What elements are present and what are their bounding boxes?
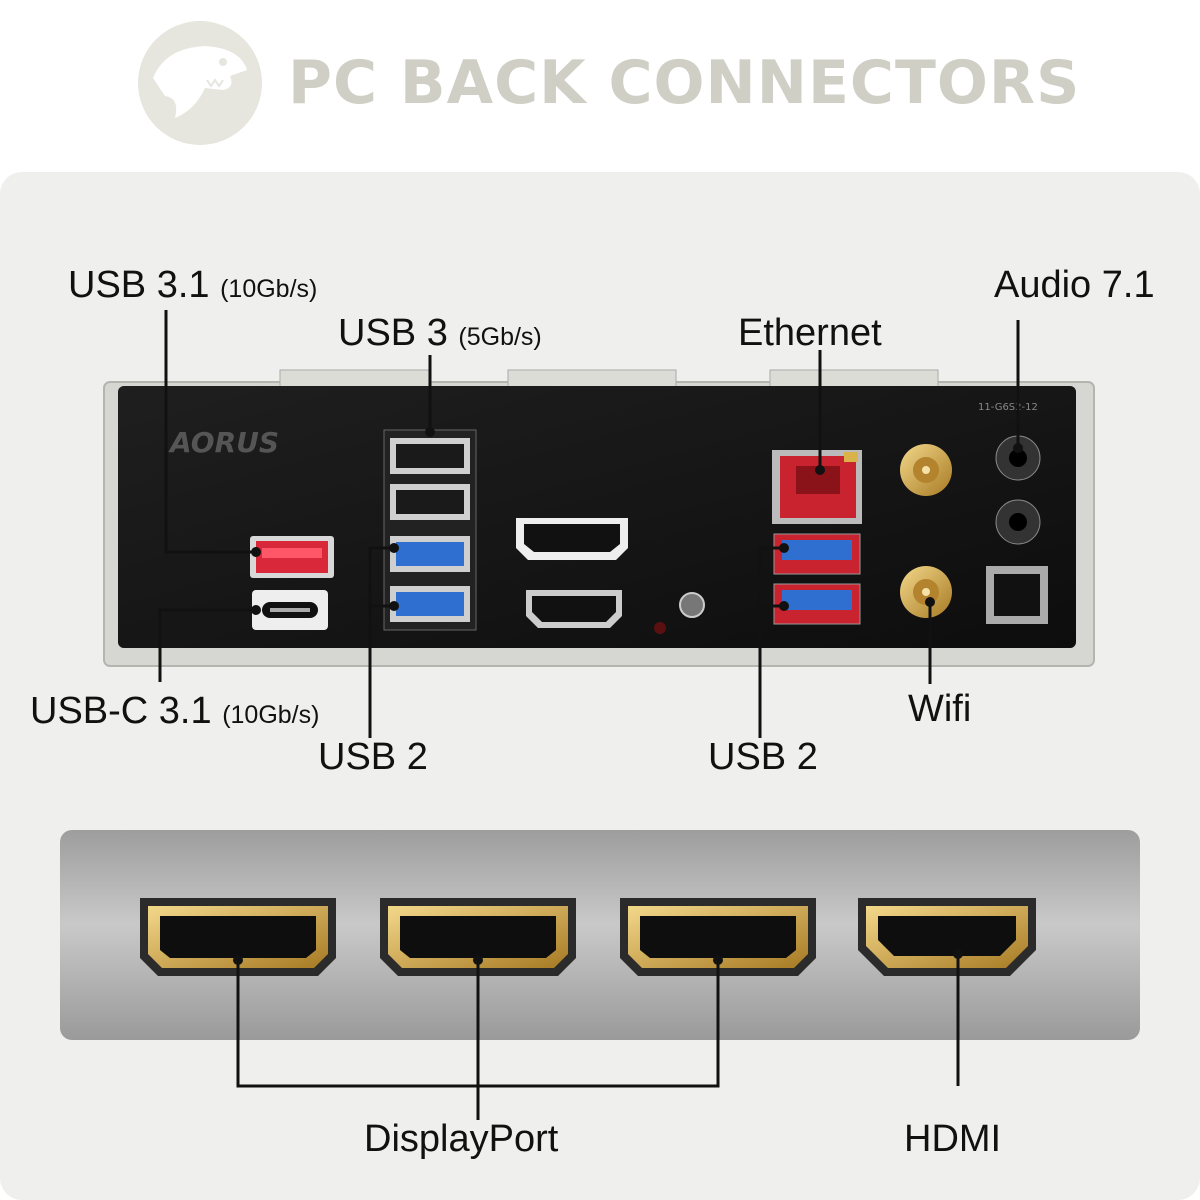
label-wifi: Wifi (908, 688, 972, 730)
label-usb31: USB 3.1 (10Gb/s) (68, 264, 318, 306)
label-usb2-right: USB 2 (708, 736, 818, 778)
displayport-2 (380, 898, 576, 976)
page-title: PC BACK CONNECTORS (288, 48, 1081, 118)
audio-line-out-jack (995, 435, 1041, 481)
spdif-port (986, 566, 1048, 624)
label-usb2-left: USB 2 (318, 736, 428, 778)
displayport-3 (620, 898, 816, 976)
board-displayport (516, 518, 628, 560)
brand-logo: AORUS (168, 426, 279, 459)
displayport-1 (140, 898, 336, 976)
hdmi-port (858, 898, 1036, 976)
label-usbc: USB-C 3.1 (10Gb/s) (30, 690, 320, 732)
audio-mic-jack (995, 499, 1041, 545)
usb31-red-port (250, 536, 334, 578)
label-displayport: DisplayPort (364, 1118, 559, 1160)
bottom-leader-lines (236, 954, 960, 1120)
label-hdmi: HDMI (904, 1118, 1002, 1160)
board-hdmi (526, 590, 622, 628)
qflash-button (679, 592, 705, 618)
label-audio: Audio 7.1 (994, 264, 1155, 306)
leader-lines (158, 310, 1020, 738)
label-usb3: USB 3 (5Gb/s) (338, 312, 542, 354)
part-code: 11-G6S2-12 (978, 402, 1038, 413)
usb-stack (383, 429, 477, 631)
label-ethernet: Ethernet (738, 312, 882, 354)
dinosaur-logo-icon (135, 18, 265, 148)
usbc-port (252, 590, 328, 630)
wifi-antenna-top (900, 444, 952, 496)
